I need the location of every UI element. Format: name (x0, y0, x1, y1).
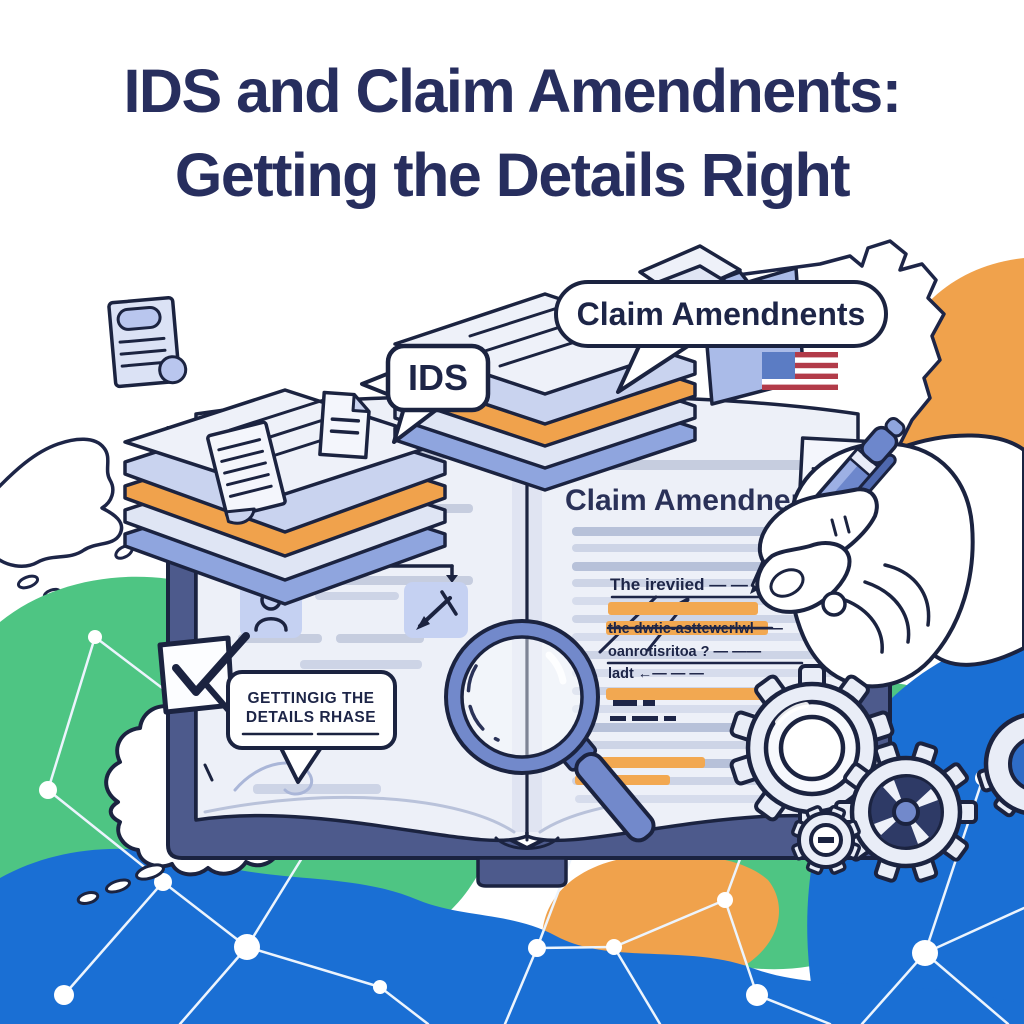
highlight-bar (608, 602, 758, 615)
details-bubble-line-2: DETAILS RHASE (246, 709, 376, 726)
highlight-bar (606, 688, 764, 700)
document-icon-small (318, 390, 371, 460)
thumbnail (769, 568, 805, 598)
signature-swirl (233, 761, 314, 796)
us-flag-icon (762, 352, 838, 390)
annotation-line-3: oanrotisritoa ? — —— (608, 644, 762, 660)
fingertip (821, 591, 847, 617)
page-annotations: The ireviied — — the dwtic-asttewerlwl——… (598, 575, 804, 721)
annotation-line-4: ladt ←— — — (608, 666, 704, 682)
annotation-line-1: The ireviied — — (610, 575, 748, 594)
gear-edge-icon (976, 713, 1024, 818)
title-line-1: IDS and Claim Amendnents: (123, 57, 900, 125)
claim-speech-bubble: Claim Amendnents (554, 280, 888, 394)
claim-bubble-label: Claim Amendnents (577, 296, 866, 332)
details-speech-bubble: GETTINGIG THE DETAILS RHASE (226, 670, 397, 784)
page-tick (203, 763, 214, 782)
ids-speech-bubble: IDS (360, 343, 491, 444)
document-icon-lines (206, 420, 287, 525)
ids-bubble-label: IDS (408, 357, 468, 398)
gear-large-icon (729, 664, 895, 832)
hand-with-pen (750, 416, 1024, 689)
magnifier-icon (444, 619, 656, 843)
book-cover-tab (476, 856, 568, 888)
details-bubble-line-1: GETTINGIG THE (247, 690, 374, 707)
blue-wave-bottom (0, 848, 1024, 1024)
network-nodes (39, 630, 991, 1006)
gear-medium-icon (834, 741, 978, 883)
page-title: IDS and Claim Amendnents: Getting the De… (123, 57, 902, 209)
title-line-2: Getting the Details Right (175, 141, 850, 209)
signature-pen-icon (404, 582, 468, 638)
checkbox-icon (157, 632, 250, 715)
finger-creases (830, 515, 931, 654)
gear-small-icon (791, 805, 861, 875)
document-icon-tag (107, 296, 188, 389)
